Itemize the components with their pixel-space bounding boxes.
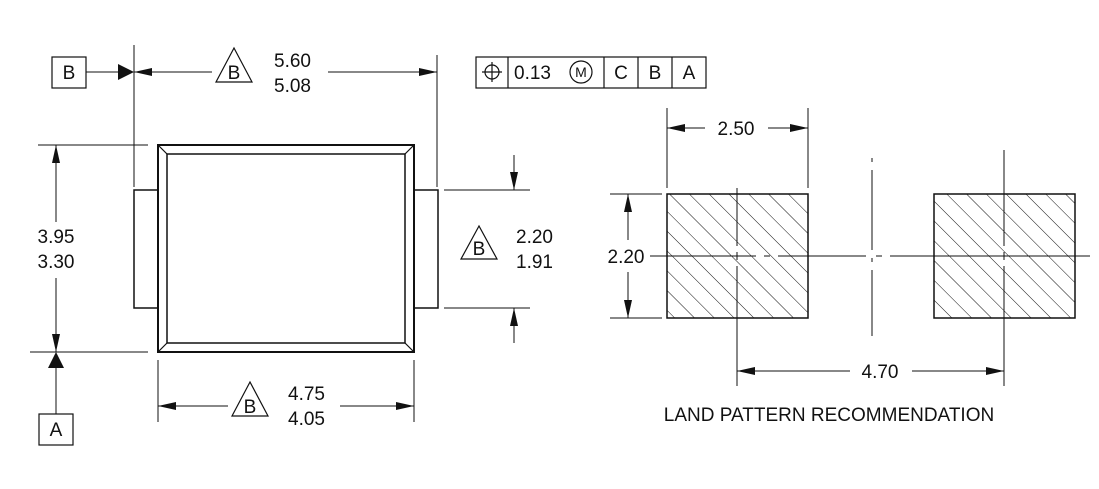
- left-height-min: 3.30: [38, 252, 75, 273]
- lead-width-datum: B: [473, 239, 486, 260]
- datum-b-triangle: [215, 46, 253, 83]
- lead-width-dimension: B 2.20 1.91: [444, 155, 553, 343]
- left-height-max: 3.95: [38, 227, 75, 248]
- datum-a-anchor-triangle: [48, 352, 64, 368]
- top-width-dimension: B 5.60 5.08: [118, 45, 438, 187]
- fcf-datum-1: C: [614, 63, 628, 84]
- position-icon: [482, 62, 502, 82]
- top-width-min: 5.08: [274, 76, 311, 97]
- body-width-max: 4.75: [288, 384, 325, 405]
- fcf-modifier: M: [575, 64, 587, 80]
- right-lead: [413, 189, 439, 309]
- datum-b-label: B: [63, 63, 76, 84]
- pad-width-dimension: 2.50: [666, 108, 809, 188]
- pitch-dimension: 4.70: [737, 362, 1004, 383]
- package-body: [157, 144, 415, 353]
- package-outline: [133, 144, 439, 353]
- mmc-modifier-circle: [569, 60, 593, 84]
- left-lead: [133, 189, 159, 309]
- land-pattern-title: LAND PATTERN RECOMMENDATION: [664, 405, 994, 426]
- pad-height-dimension: 2.20: [608, 193, 662, 319]
- body-width-min: 4.05: [288, 409, 325, 430]
- datum-a-label: A: [50, 420, 63, 441]
- lead-width-max: 2.20: [516, 227, 553, 248]
- lead-datum-triangle: [459, 224, 499, 260]
- feature-control-frame: 0.13 M C B A: [475, 56, 707, 89]
- lead-width-min: 1.91: [516, 252, 553, 273]
- body-chamfer-lines: [157, 144, 415, 353]
- pitch-value: 4.70: [862, 362, 899, 383]
- datum-b-anchor-triangle: [118, 64, 134, 80]
- top-width-max: 5.60: [274, 51, 311, 72]
- fcf-tolerance: 0.13: [514, 63, 551, 84]
- datum-b-box: B: [51, 56, 118, 89]
- pad-height-value: 2.20: [608, 247, 645, 268]
- land-pattern: 2.50 2.20 4.70 LAND PATTERN RECOMMENDATI…: [608, 108, 1090, 426]
- datum-a-box: A: [38, 368, 74, 446]
- body-width-datum: B: [244, 397, 257, 418]
- package-body-inner: [166, 153, 406, 344]
- fcf-datum-2: B: [649, 63, 662, 84]
- top-width-datum: B: [228, 63, 241, 84]
- land-centerlines: [650, 150, 1090, 386]
- left-height-dimension: 3.95 3.30: [30, 144, 148, 368]
- pad-width-value: 2.50: [718, 119, 755, 140]
- fcf-datum-3: A: [683, 63, 696, 84]
- body-datum-triangle: [231, 380, 269, 417]
- body-width-dimension: B 4.75 4.05: [157, 360, 415, 430]
